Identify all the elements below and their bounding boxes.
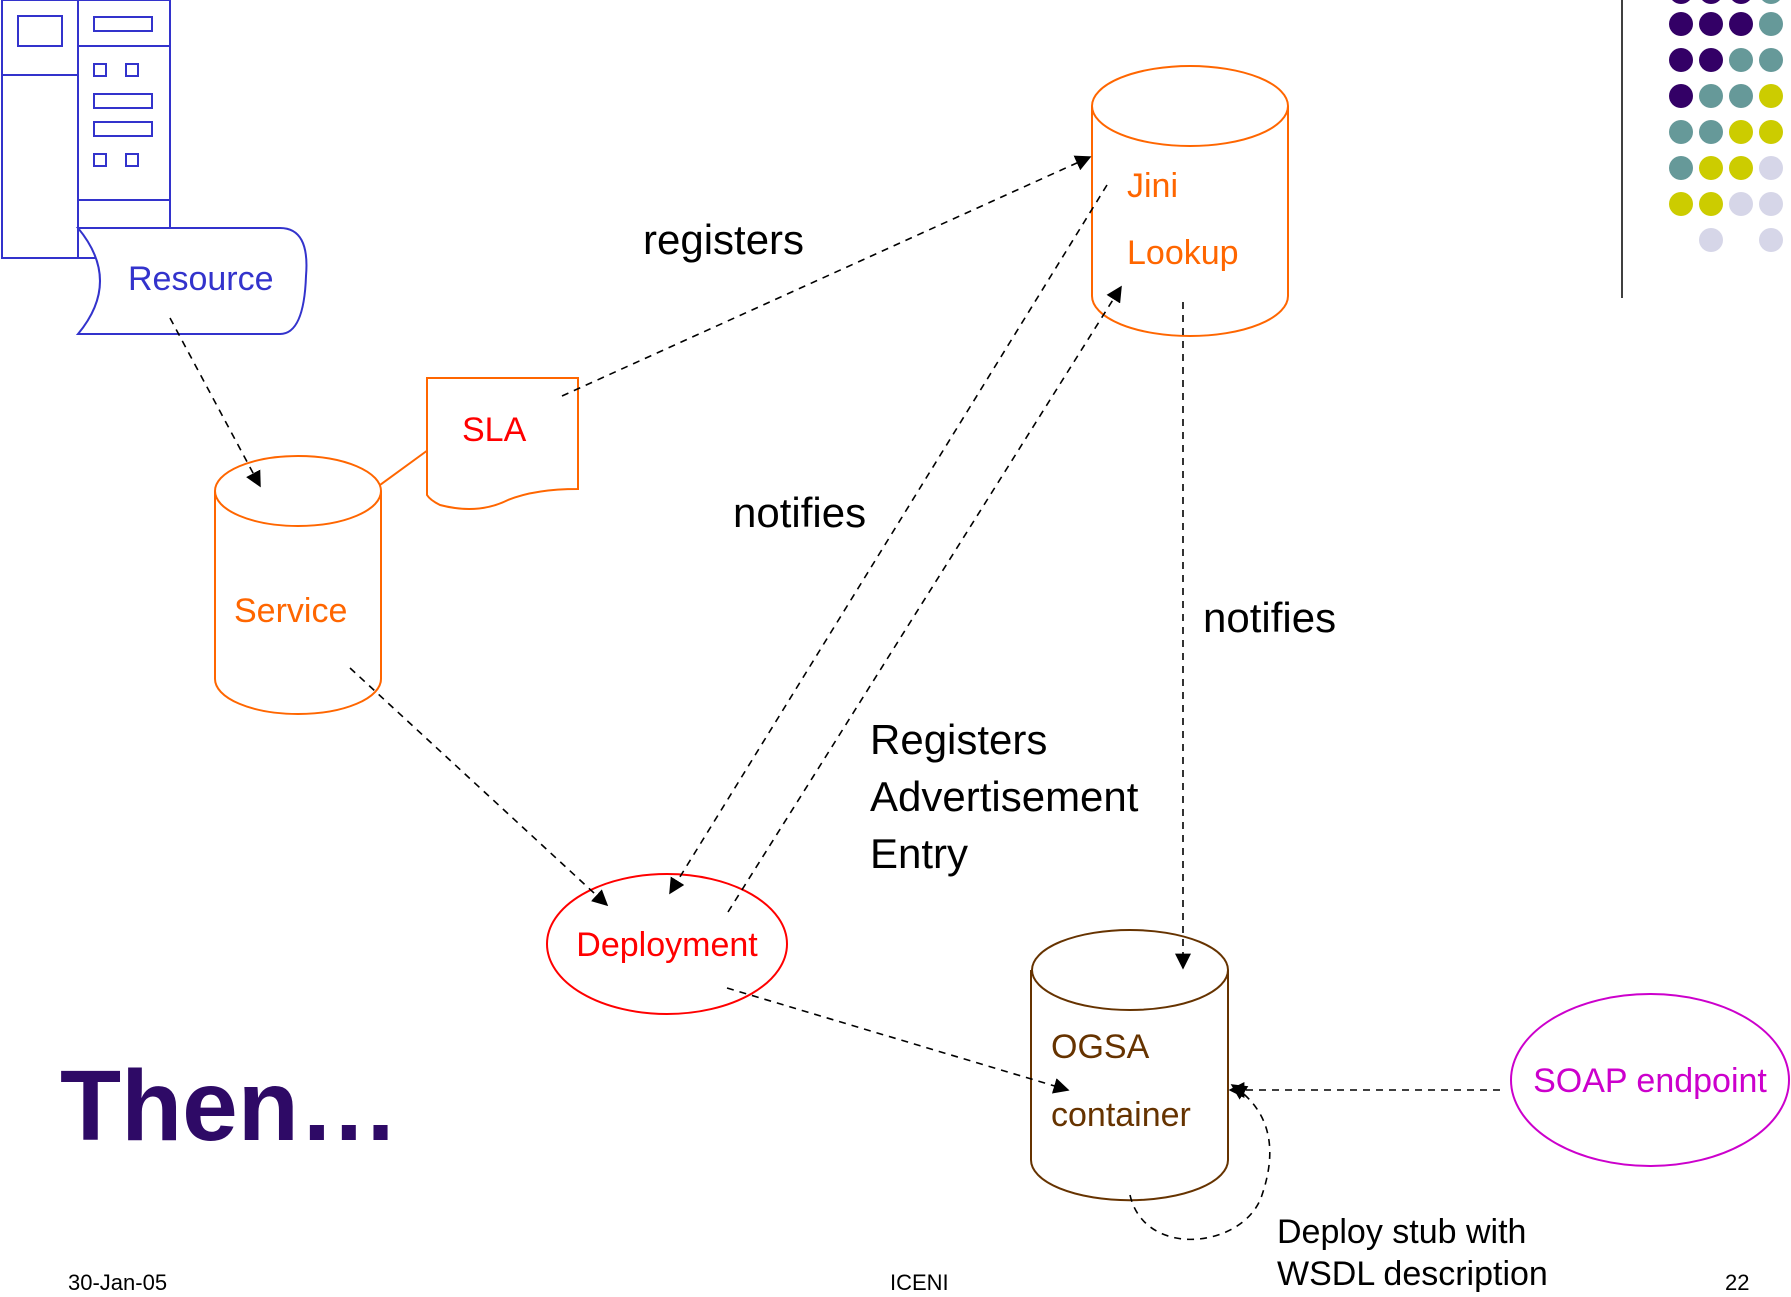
resource-label: Resource bbox=[128, 260, 274, 298]
ogsa-container-node: OGSA container bbox=[1030, 929, 1229, 1202]
jini-label-line2: Lookup bbox=[1127, 234, 1239, 272]
arrow-deploy-stub-loop bbox=[1129, 1084, 1271, 1241]
resource-node: Resource bbox=[1, 0, 308, 335]
advert-label-line1: Registers bbox=[870, 716, 1047, 763]
footer-center: ICENI bbox=[890, 1270, 949, 1295]
jini-lookup-node: Jini Lookup bbox=[1091, 65, 1289, 337]
notifies-label-right: notifies bbox=[1203, 594, 1336, 641]
server-icon bbox=[1, 0, 171, 259]
notifies-label-left: notifies bbox=[733, 489, 866, 536]
arrow-jini-notifies-deployment bbox=[669, 184, 1108, 895]
resource-document-shape bbox=[75, 227, 308, 335]
soap-label: SOAP endpoint bbox=[1533, 1062, 1767, 1100]
decorative-dot-grid bbox=[1669, 0, 1783, 252]
deployment-label: Deployment bbox=[576, 926, 758, 964]
jini-label-line1: Jini bbox=[1127, 167, 1178, 205]
sla-label: SLA bbox=[462, 411, 527, 449]
deployment-node: Deployment bbox=[546, 873, 788, 1015]
registers-label: registers bbox=[643, 216, 804, 263]
arrow-sla-registers-jini bbox=[561, 155, 1092, 397]
ogsa-label-line2: container bbox=[1051, 1096, 1191, 1134]
advert-label-line3: Entry bbox=[870, 830, 968, 877]
arrow-deployment-to-ogsa bbox=[726, 987, 1070, 1094]
advert-label-line2: Advertisement bbox=[870, 773, 1139, 820]
arrow-deployment-registers-jini bbox=[727, 285, 1122, 913]
deploy-note-line2: WSDL description bbox=[1277, 1255, 1548, 1293]
sla-document-shape bbox=[426, 377, 579, 510]
arrow-resource-to-service bbox=[169, 317, 261, 488]
deploy-note-line1: Deploy stub with bbox=[1277, 1213, 1526, 1251]
service-label: Service bbox=[234, 592, 347, 630]
sla-service-connector bbox=[379, 449, 429, 486]
ogsa-label-line1: OGSA bbox=[1051, 1028, 1150, 1066]
arrow-service-to-deployment bbox=[349, 667, 609, 907]
sla-node: SLA bbox=[379, 377, 579, 510]
soap-endpoint-node: SOAP endpoint bbox=[1510, 993, 1790, 1167]
arrows bbox=[169, 155, 1500, 1241]
footer-date: 30-Jan-05 bbox=[68, 1270, 167, 1295]
slide-title: Then… bbox=[60, 1050, 399, 1162]
service-node: Service bbox=[214, 455, 382, 715]
footer-page-number: 22 bbox=[1725, 1270, 1749, 1295]
